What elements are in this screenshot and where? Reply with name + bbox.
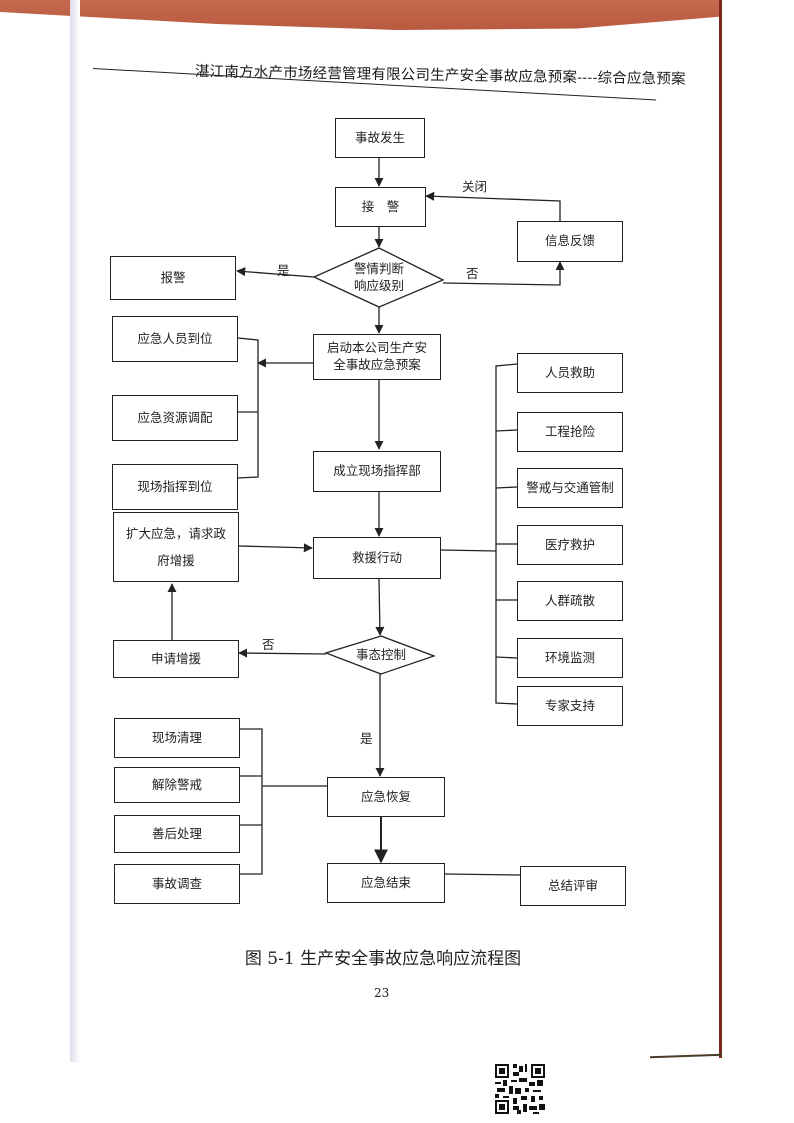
node-traffic-control: 警戒与交通管制 — [517, 468, 623, 508]
edge-end-summary — [444, 873, 521, 876]
diamond-judge-alarm-label: 警情判断 响应级别 — [353, 261, 404, 293]
node-aftermath: 善后处理 — [114, 815, 240, 853]
edge-rescue-rightbus — [440, 549, 497, 552]
node-command-in-place: 现场指挥到位 — [112, 464, 238, 510]
edge-judge-feedback — [442, 261, 565, 286]
node-accident-occurs: 事故发生 — [335, 118, 425, 158]
edge-expand-rescue — [238, 543, 313, 553]
edge-label-no-feedback: 否 — [466, 266, 479, 281]
node-resource-dispatch: 应急资源调配 — [112, 395, 238, 441]
node-engineering-rescue: 工程抢险 — [517, 412, 623, 452]
edge-control-reinforce — [238, 648, 327, 658]
right-bracket — [495, 363, 518, 705]
left-bracket-2 — [240, 728, 263, 875]
node-info-feedback: 信息反馈 — [517, 221, 623, 262]
node-accident-investigation: 事故调查 — [114, 864, 240, 904]
edge-label-yes-recover: 是 — [360, 731, 373, 746]
qr-code-icon — [495, 1064, 545, 1114]
node-setup-command: 成立现场指挥部 — [313, 451, 441, 492]
page-number: 23 — [374, 986, 390, 1000]
figure-caption: 图 5-1 生产安全事故应急响应流程图 — [244, 949, 522, 969]
node-receive-alarm: 接 警 — [335, 187, 426, 227]
node-personnel-in-place: 应急人员到位 — [112, 316, 238, 362]
edge-rescue-control — [375, 578, 385, 636]
node-site-cleanup: 现场清理 — [114, 718, 240, 758]
node-expert-support: 专家支持 — [517, 686, 623, 726]
node-expand-response: 扩大应急，请求政 府增援 — [113, 512, 239, 582]
diamond-situation-control — [324, 635, 436, 675]
node-crowd-evacuation: 人群疏散 — [517, 581, 623, 621]
page-shadow — [70, 0, 80, 1062]
edge-feedback-receive — [425, 191, 561, 221]
edge-label-no-reinforce: 否 — [262, 637, 275, 652]
diamond-judge-alarm — [312, 247, 445, 308]
node-medical-aid: 医疗救护 — [517, 525, 623, 565]
node-emergency-end: 应急结束 — [327, 863, 445, 903]
node-rescue-action: 救援行动 — [313, 537, 441, 579]
binder-edge-right — [719, 0, 722, 1058]
node-request-reinforcement: 申请增援 — [113, 640, 239, 678]
node-start-plan: 启动本公司生产安 全事故应急预案 — [313, 334, 441, 380]
edge-label-close: 关闭 — [462, 179, 488, 194]
edge-judge-report — [236, 267, 315, 278]
node-emergency-recovery: 应急恢复 — [327, 777, 445, 817]
node-lift-cordon: 解除警戒 — [114, 767, 240, 803]
edge-label-yes-report: 是 — [277, 263, 290, 278]
node-report-alarm: 报警 — [110, 256, 236, 300]
diamond-situation-control-label: 事态控制 — [355, 646, 406, 662]
left-bracket-1 — [237, 337, 259, 479]
node-rescue-people: 人员救助 — [517, 353, 623, 393]
node-env-monitoring: 环境监测 — [517, 638, 623, 678]
node-summary-review: 总结评审 — [520, 866, 626, 906]
